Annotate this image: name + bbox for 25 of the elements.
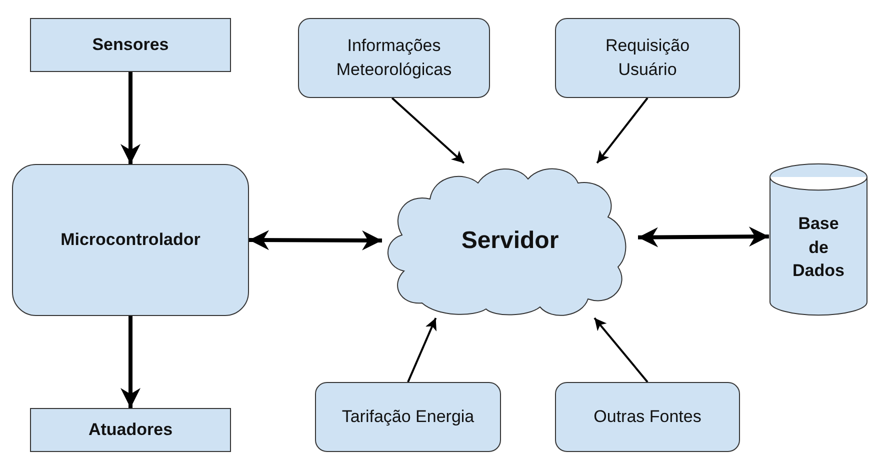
node-label: Servidor <box>460 226 560 256</box>
process-box <box>555 18 740 98</box>
node-label: Informações Meteorológicas <box>335 35 453 81</box>
arrow <box>407 318 437 382</box>
arrow <box>391 97 465 164</box>
database-cylinder <box>769 163 868 316</box>
process-box <box>30 18 231 72</box>
arrow <box>638 226 770 248</box>
arrow <box>120 316 140 408</box>
process-box <box>315 382 501 452</box>
process-box <box>555 382 740 452</box>
arrow <box>594 317 648 383</box>
node-label: Sensores <box>91 34 170 56</box>
process-box <box>30 408 231 452</box>
arrow <box>120 72 140 164</box>
node-label: Base de Dados <box>792 212 846 282</box>
process-box <box>12 164 249 316</box>
node-label: Requisição Usuário <box>604 35 691 81</box>
node-label: Tarifação Energia <box>340 406 476 428</box>
arrow <box>249 230 382 250</box>
process-box <box>298 18 490 98</box>
node-label: Outras Fontes <box>592 406 702 428</box>
arrow <box>596 97 648 164</box>
node-label: Microcontrolador <box>60 229 202 252</box>
node-label: Atuadores <box>87 419 174 442</box>
